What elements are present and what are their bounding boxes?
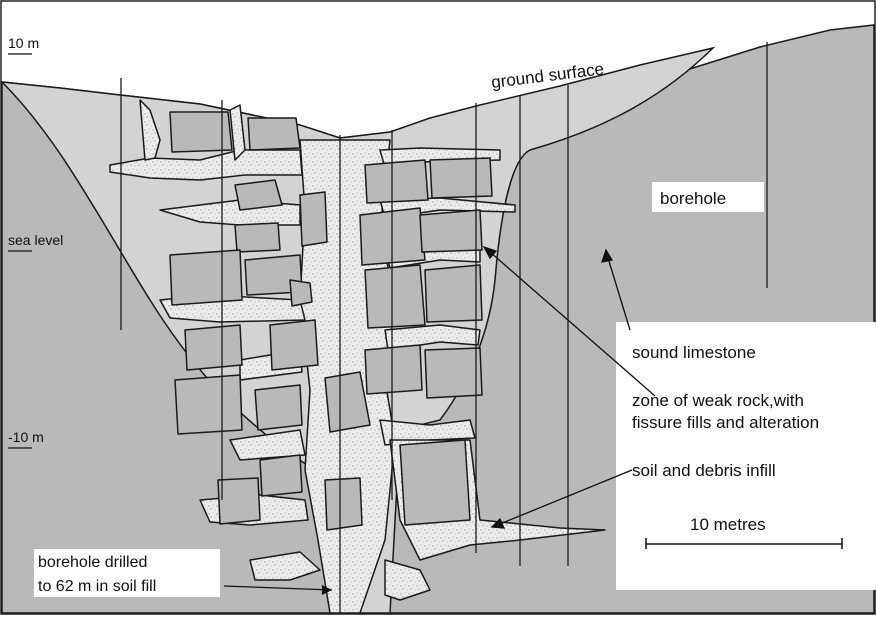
legend-weak-rock-line2: fissure fills and alteration [632, 413, 819, 432]
legend-soil-infill: soil and debris infill [632, 461, 776, 480]
legend-panel: sound limestone zone of weak rock,with f… [616, 322, 876, 590]
elevation-label-sea-level: sea level [8, 232, 63, 248]
scale-bar-label: 10 metres [690, 515, 766, 534]
borehole-drilled-line2: to 62 m in soil fill [38, 578, 156, 595]
legend-weak-rock-line1: zone of weak rock,with [632, 391, 804, 410]
elevation-label-10m: 10 m [8, 35, 39, 51]
borehole-label: borehole [660, 189, 726, 208]
borehole-drilled-line1: borehole drilled [38, 554, 147, 571]
legend-sound-limestone: sound limestone [632, 343, 756, 362]
elevation-label-minus-10m: -10 m [8, 429, 44, 445]
